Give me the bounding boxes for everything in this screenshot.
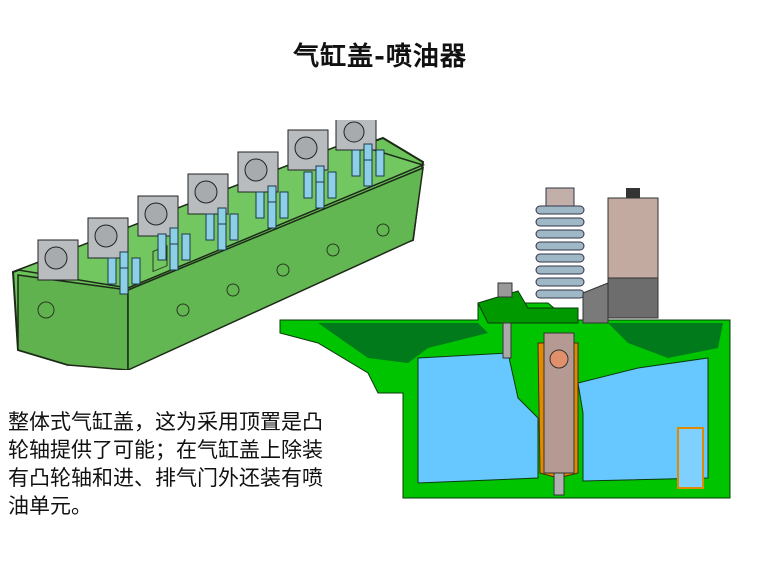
slide-description: 整体式气缸盖，这为采用顶置是凸 轮轴提供了可能；在气缸盖上除装 有凸轮轴和进、排… xyxy=(8,408,368,520)
cylinder-head-illustration xyxy=(11,120,426,370)
description-line: 整体式气缸盖，这为采用顶置是凸 xyxy=(8,410,323,434)
camshaft-bearings xyxy=(37,120,377,281)
slide-title: 气缸盖-喷油器 xyxy=(293,42,467,72)
description-line: 油单元。 xyxy=(8,494,92,518)
valve-springs xyxy=(107,143,385,295)
description-line: 轮轴提供了可能；在气缸盖上除装 xyxy=(8,438,323,462)
injector-cross-section xyxy=(279,187,731,499)
description-line: 有凸轮轴和进、排气门外还装有喷 xyxy=(8,466,323,490)
